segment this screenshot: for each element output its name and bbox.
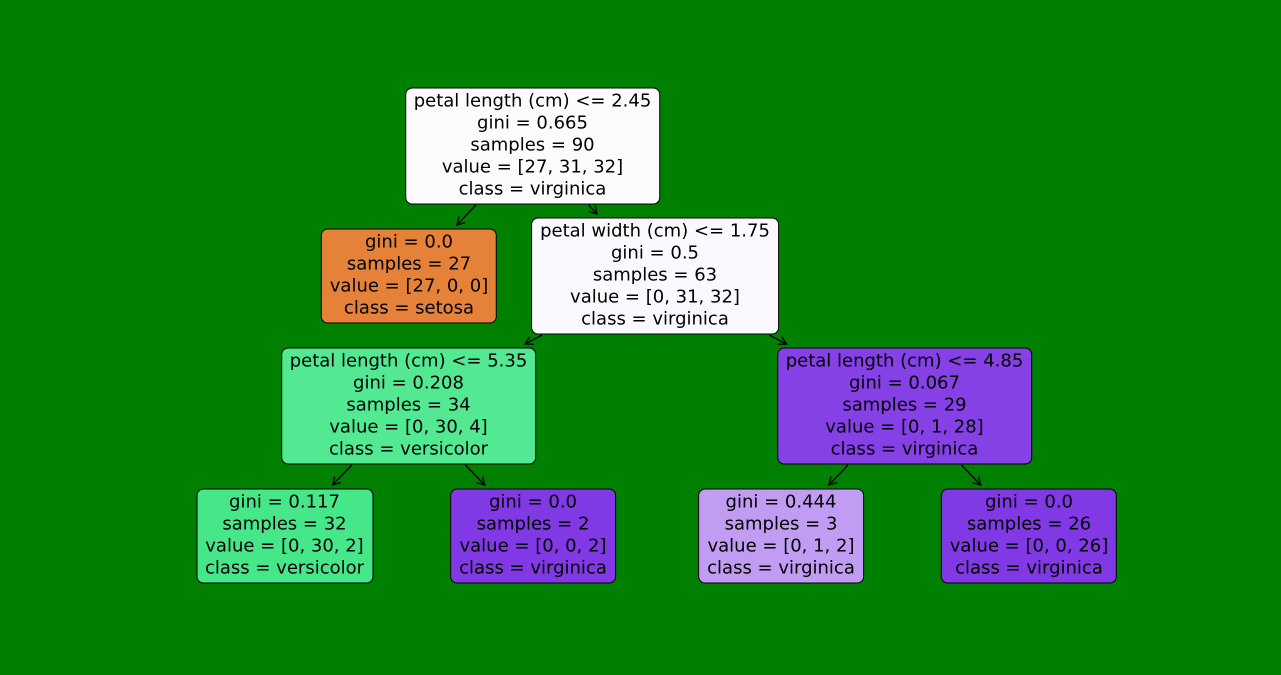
node-text-line: petal length (cm) <= 4.85 — [785, 350, 1024, 371]
node-text-line: petal length (cm) <= 2.45 — [413, 90, 652, 111]
tree-edge-arrow — [768, 334, 786, 344]
node-text-line: samples = 2 — [476, 513, 590, 534]
node-text-line: class = versicolor — [204, 557, 365, 578]
node-text-line: gini = 0.117 — [229, 491, 340, 512]
node-text-line: class = virginica — [581, 308, 729, 329]
node-text-line: class = versicolor — [328, 438, 489, 459]
tree-edge-arrow — [525, 334, 543, 344]
node-text-line: value = [0, 30, 4] — [329, 416, 488, 437]
node-text-line: value = [0, 0, 2] — [459, 535, 607, 556]
node-text-line: samples = 26 — [966, 513, 1092, 534]
node-text-line: class = virginica — [458, 178, 607, 199]
tree-edge-arrow — [588, 204, 597, 214]
tree-edge-arrow — [829, 464, 849, 485]
node-text-line: value = [0, 31, 32] — [570, 286, 740, 307]
node-text-line: samples = 32 — [222, 513, 347, 534]
node-text-line: petal length (cm) <= 5.35 — [289, 350, 528, 371]
node-text-line: samples = 3 — [724, 513, 838, 534]
node-text-line: class = virginica — [830, 438, 979, 459]
node-text-line: gini = 0.665 — [477, 112, 588, 133]
node-text-line: gini = 0.5 — [611, 242, 699, 263]
tree-edge-arrow — [333, 464, 353, 485]
node-text-line: gini = 0.0 — [985, 491, 1073, 512]
node-text-line: petal width (cm) <= 1.75 — [540, 220, 770, 241]
node-text-line: value = [0, 1, 2] — [707, 535, 855, 556]
node-text-line: value = [0, 30, 2] — [205, 535, 364, 556]
node-text-line: class = virginica — [707, 557, 855, 578]
node-text-line: class = setosa — [343, 297, 475, 318]
node-text-line: class = virginica — [955, 557, 1103, 578]
node-text-line: value = [0, 0, 26] — [949, 535, 1109, 556]
node-text-line: value = [27, 0, 0] — [329, 275, 489, 296]
node-text-line: gini = 0.444 — [725, 491, 837, 512]
node-text-line: class = virginica — [459, 557, 607, 578]
node-text-line: value = [0, 1, 28] — [825, 416, 984, 437]
node-text-line: samples = 27 — [346, 253, 472, 274]
node-text-line: gini = 0.208 — [353, 372, 464, 393]
tree-edge-arrow — [457, 204, 477, 225]
node-text-line: value = [27, 31, 32] — [441, 156, 624, 177]
node-text-line: gini = 0.067 — [849, 372, 960, 393]
node-text-line: samples = 63 — [592, 264, 718, 285]
node-text-line: samples = 29 — [842, 394, 967, 415]
tree-edge-arrow — [465, 464, 484, 485]
node-text-line: samples = 90 — [470, 134, 595, 155]
node-text-line: gini = 0.0 — [365, 231, 453, 252]
node-text-line: gini = 0.0 — [489, 491, 577, 512]
tree-edge-arrow — [961, 464, 980, 485]
node-text-line: samples = 34 — [346, 394, 471, 415]
